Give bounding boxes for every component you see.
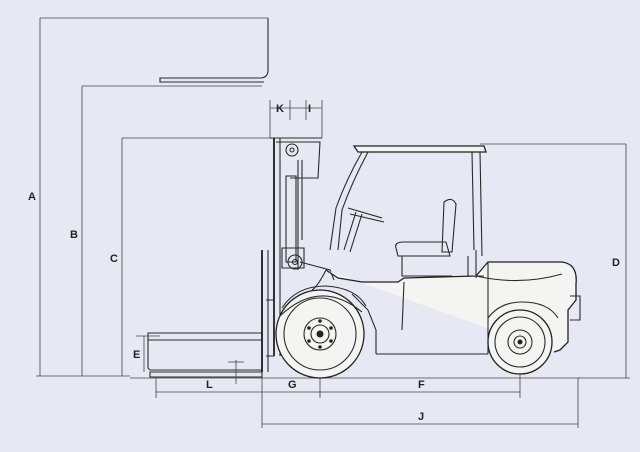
label-d: D bbox=[612, 257, 620, 269]
label-e: E bbox=[133, 349, 140, 361]
steering-wheel bbox=[343, 207, 385, 253]
dimension-b bbox=[81, 85, 262, 376]
dimension-a bbox=[36, 17, 268, 377]
label-c: C bbox=[110, 253, 118, 265]
dimension-labels: A B C D E F G J L K I bbox=[28, 103, 620, 423]
label-j: J bbox=[418, 411, 424, 423]
label-g: G bbox=[288, 379, 297, 391]
dimension-k-i bbox=[269, 100, 323, 138]
label-b: B bbox=[70, 229, 78, 241]
label-k: K bbox=[276, 103, 284, 115]
forks bbox=[136, 332, 263, 384]
overhead-guard bbox=[329, 145, 487, 257]
seat bbox=[395, 198, 457, 277]
mast bbox=[261, 137, 335, 372]
dimension-c bbox=[121, 137, 270, 376]
front-wheel bbox=[275, 285, 367, 379]
label-a: A bbox=[28, 191, 36, 203]
label-f: F bbox=[418, 379, 425, 391]
label-l: L bbox=[206, 379, 213, 391]
label-i: I bbox=[308, 103, 311, 115]
raised-fork-outline bbox=[159, 18, 269, 83]
dimension-bottom bbox=[130, 360, 580, 428]
rear-wheel bbox=[487, 309, 553, 375]
dimension-d bbox=[480, 143, 630, 379]
